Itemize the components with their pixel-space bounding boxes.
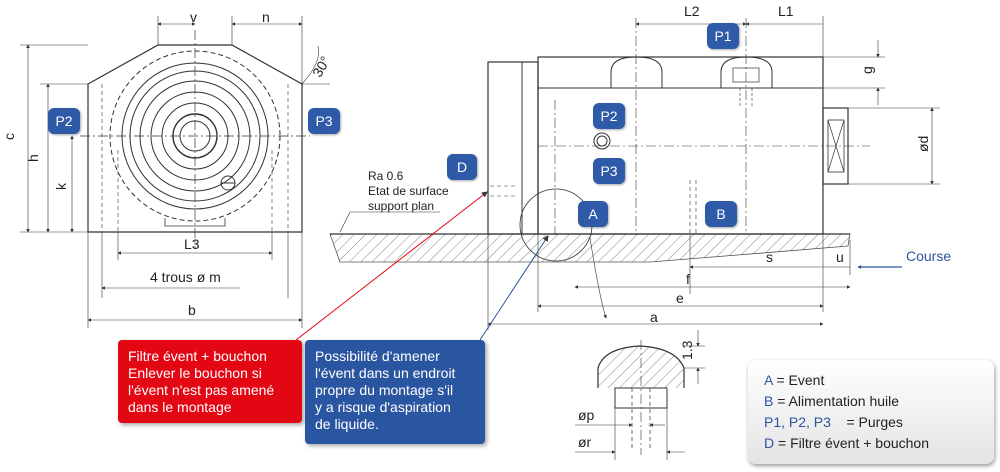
callout-line: l'évent n'est pas amené xyxy=(128,382,275,398)
dim-or: ør xyxy=(578,434,592,450)
legend-text: = Alimentation huile xyxy=(773,393,900,409)
badge-b: B xyxy=(705,201,737,227)
dim-l2: L2 xyxy=(684,3,700,19)
detail-view xyxy=(575,330,705,460)
dim-l1: L1 xyxy=(778,3,794,19)
dim-a: a xyxy=(650,309,658,325)
badge-p1: P1 xyxy=(707,23,739,49)
callout-line: Filtre évent + bouchon xyxy=(128,348,267,364)
legend-row: D = Filtre évent + bouchon xyxy=(764,435,994,456)
callout-line: propre du montage s'il xyxy=(315,382,454,398)
badge-p3-right: P3 xyxy=(593,158,625,184)
legend-text: = Purges xyxy=(830,414,903,430)
left-view xyxy=(20,16,330,328)
dim-b: b xyxy=(188,302,196,318)
badge-p3-left: P3 xyxy=(308,108,340,134)
callout-line: l'évent dans un endroit xyxy=(315,365,456,381)
dim-n: n xyxy=(262,9,270,25)
dim-l3: L3 xyxy=(184,236,200,252)
note-surface: Etat de surface xyxy=(368,184,449,198)
dim-od: ød xyxy=(915,136,931,152)
legend-key: D xyxy=(764,435,775,451)
callout-line: de liquide. xyxy=(315,416,379,432)
legend-text: = Filtre évent + bouchon xyxy=(774,435,929,451)
legend-key: P1, P2, P3 xyxy=(764,414,831,430)
legend-row: B = Alimentation huile xyxy=(764,393,994,414)
callout-line: Enlever le bouchon si xyxy=(128,365,262,381)
badge-p2-right: P2 xyxy=(593,103,625,129)
dim-1-3: 1.3 xyxy=(679,340,695,360)
right-view xyxy=(329,16,940,330)
dim-g: g xyxy=(859,66,875,74)
callout-filter-vent: Filtre évent + bouchon Enlever le boucho… xyxy=(118,340,302,423)
dim-k: k xyxy=(53,182,69,190)
support-surface xyxy=(329,233,851,263)
dim-h: h xyxy=(25,154,41,162)
callout-line: dans le montage xyxy=(128,399,232,415)
legend-row: A = Event xyxy=(764,372,994,393)
legend-key: A xyxy=(764,372,773,388)
dim-f: f xyxy=(686,271,690,287)
legend-key: B xyxy=(764,393,774,409)
dim-c: c xyxy=(1,133,17,140)
legend-text: = Event xyxy=(772,372,825,388)
dim-holes: 4 trous ø m xyxy=(150,269,221,285)
callout-line: y a risque d'aspiration xyxy=(315,399,451,415)
dim-v: v xyxy=(190,9,197,25)
badge-d: D xyxy=(447,154,477,180)
dim-s: s xyxy=(766,249,773,265)
dim-op: øp xyxy=(578,407,595,423)
legend-row: P1, P2, P3 = Purges xyxy=(764,414,994,435)
callout-line: Possibilité d'amener xyxy=(315,348,440,364)
badge-p2-left: P2 xyxy=(48,108,80,134)
note-ra: Ra 0.6 xyxy=(368,169,404,183)
badge-a: A xyxy=(578,201,608,227)
legend-box: A = Event B = Alimentation huile P1, P2,… xyxy=(748,360,994,464)
course-label: Course xyxy=(906,248,952,264)
dim-u: u xyxy=(836,249,844,265)
callout-vent-option: Possibilité d'amener l'évent dans un end… xyxy=(305,340,485,444)
dim-angle: 30° xyxy=(309,53,333,79)
dim-e: e xyxy=(676,290,684,306)
note-support: support plan xyxy=(368,199,434,213)
